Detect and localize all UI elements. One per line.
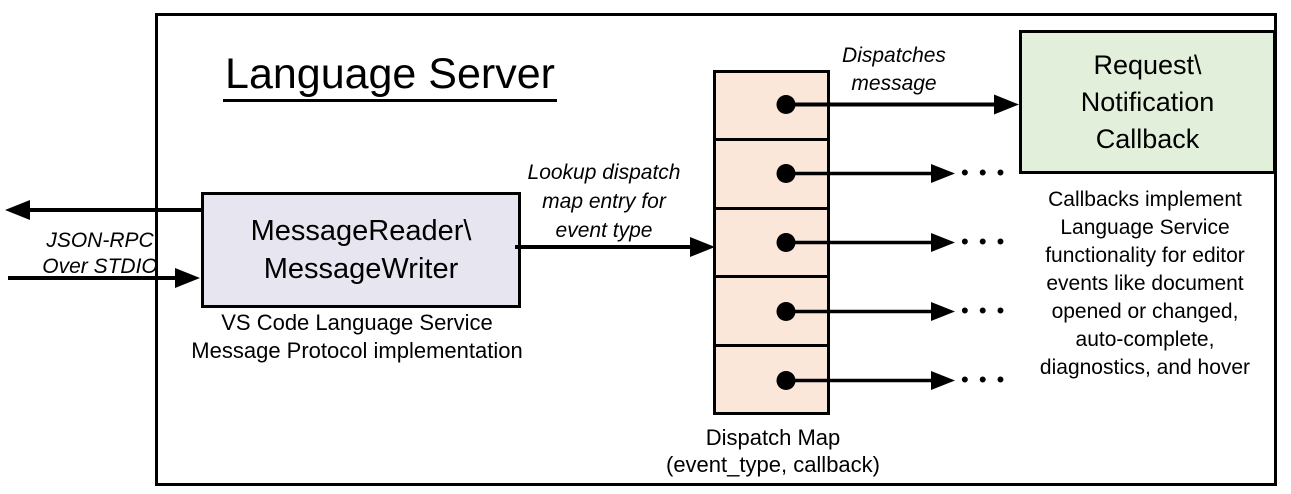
reader-box-line2: MessageWriter [263, 253, 459, 285]
callback-box-line2: Notification [1080, 86, 1215, 117]
json-rpc-label: JSON-RPC Over STDIO [20, 228, 180, 280]
ellipsis-row2: • • • [961, 160, 1007, 185]
message-reader-writer-box: MessageReader\ MessageWriter [201, 192, 521, 308]
callbacks-note-line7: diagnostics, and hover [1039, 356, 1251, 379]
dispatch-map-caption-line2: (event_type, callback) [666, 452, 880, 477]
diagram-title-text: Language Server [223, 50, 557, 102]
stdout-arrowhead-icon [5, 200, 30, 220]
callbacks-note-line6: auto-complete, [1075, 328, 1215, 351]
dispatch-map-cell [716, 73, 827, 138]
callbacks-note-line5: opened or changed, [1051, 300, 1239, 323]
callback-box-line1: Request\ [1093, 49, 1202, 80]
lookup-label-line1: Lookup dispatch [527, 161, 681, 184]
reader-box-line1: MessageReader\ [250, 215, 472, 247]
ellipsis-row3: • • • [961, 229, 1007, 254]
callbacks-note: Callbacks implement Language Service fun… [1012, 186, 1278, 382]
ellipsis-row5: • • • [961, 367, 1007, 392]
dispatch-map-cell [716, 206, 827, 275]
dispatch-map-caption-line1: Dispatch Map [705, 425, 841, 450]
reader-caption-line2: Message Protocol implementation [191, 338, 523, 363]
dispatches-message-label: Dispatches message [814, 42, 974, 98]
dispatch-map [713, 70, 830, 415]
dispatches-label-line2: message [851, 72, 937, 95]
lookup-label-line2: map entry for [542, 190, 666, 213]
ellipsis-row4: • • • [961, 298, 1007, 323]
callbacks-note-line4: events like document [1046, 272, 1244, 295]
reader-caption-line1: VS Code Language Service [221, 310, 493, 335]
lookup-dispatch-label: Lookup dispatch map entry for event type [504, 158, 704, 245]
json-rpc-label-line2: Over STDIO [42, 255, 158, 278]
dispatches-label-line1: Dispatches [842, 44, 946, 67]
reader-caption: VS Code Language Service Message Protoco… [157, 309, 557, 365]
dispatch-map-cell [716, 138, 827, 206]
dispatch-map-cell [716, 275, 827, 343]
callbacks-note-line3: functionality for editor [1045, 244, 1245, 267]
callback-box-line3: Callback [1095, 123, 1200, 154]
json-rpc-label-line1: JSON-RPC [46, 229, 154, 252]
diagram-title: Language Server [190, 50, 590, 102]
callbacks-note-line2: Language Service [1060, 216, 1230, 239]
request-notification-callback-box: Request\ Notification Callback [1019, 30, 1276, 174]
lookup-label-line3: event type [555, 219, 653, 242]
language-server-box [155, 13, 1277, 486]
dispatch-map-cell [716, 343, 827, 412]
callbacks-note-line1: Callbacks implement [1048, 188, 1242, 211]
dispatch-map-caption: Dispatch Map (event_type, callback) [663, 424, 883, 478]
